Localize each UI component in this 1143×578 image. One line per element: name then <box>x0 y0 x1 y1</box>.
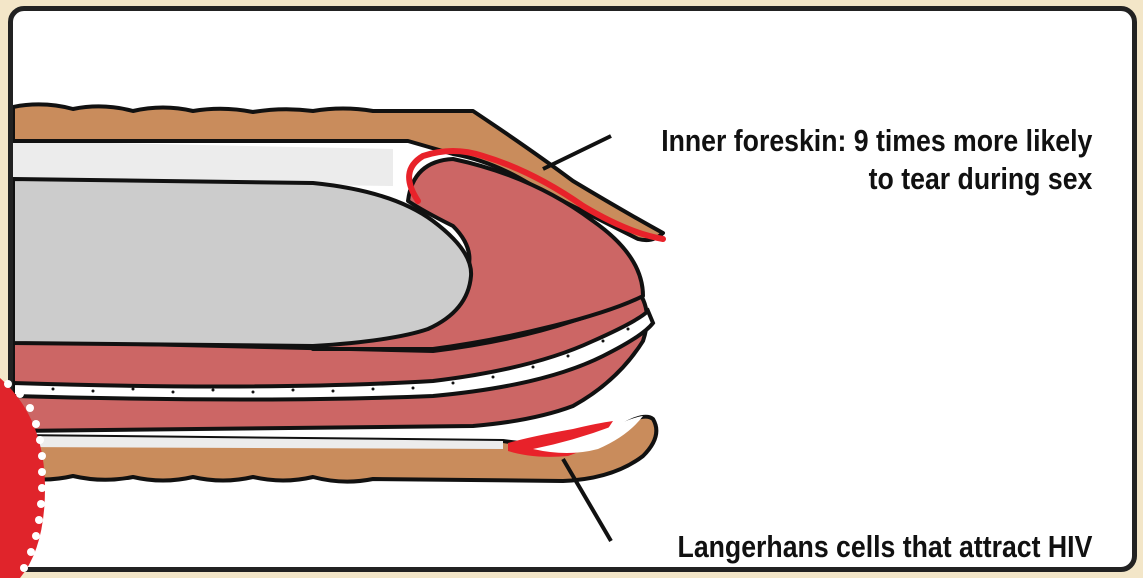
anatomy-diagram <box>13 11 1137 572</box>
inner-foreskin-label: Inner foreskin: 9 times more likely to t… <box>661 122 1092 198</box>
inner-foreskin-label-line2: to tear during sex <box>661 160 1092 198</box>
shaft-core <box>13 179 471 346</box>
langerhans-label: Langerhans cells that attract HIV <box>677 528 1092 566</box>
inner-foreskin-label-line1: Inner foreskin: 9 times more likely <box>661 122 1092 160</box>
diagram-panel: Inner foreskin: 9 times more likely to t… <box>8 6 1137 572</box>
badge-corner <box>0 378 60 578</box>
inner-foreskin-pointer <box>543 136 611 169</box>
